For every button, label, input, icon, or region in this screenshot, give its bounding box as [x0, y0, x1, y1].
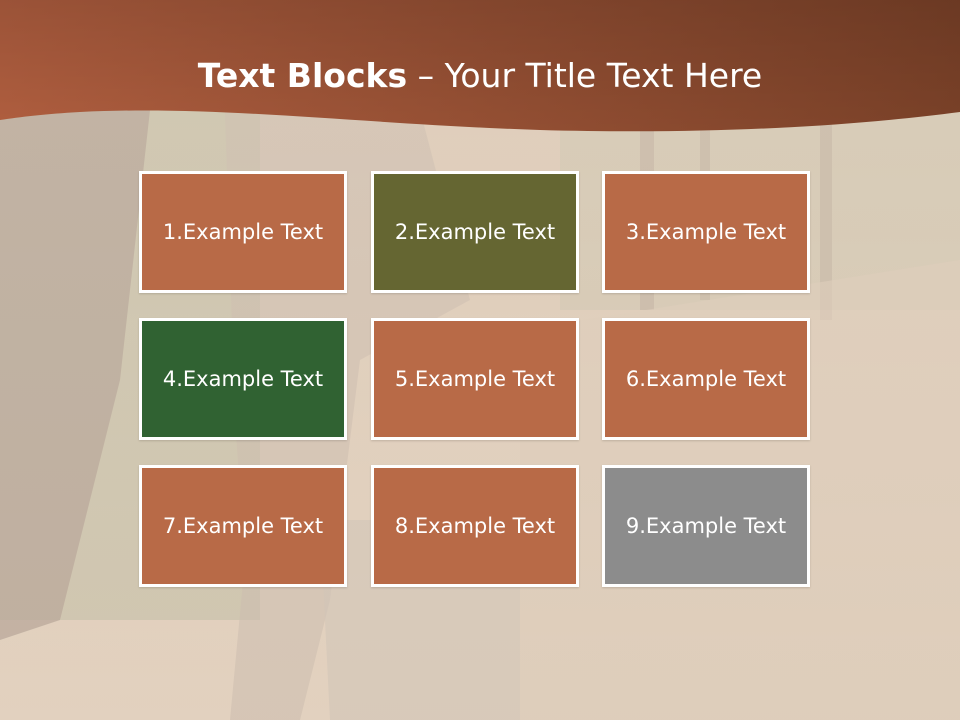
title-dash: – [407, 56, 445, 95]
text-block-label: 8.Example Text [394, 514, 556, 538]
title-bold-part: Text Blocks [197, 56, 408, 95]
text-block-6: 6.Example Text [602, 318, 810, 440]
text-block-1: 1.Example Text [139, 171, 347, 293]
title-rest: Your Title Text Here [444, 56, 763, 95]
text-block-9: 9.Example Text [602, 465, 810, 587]
text-block-label: 6.Example Text [625, 367, 787, 391]
text-block-8: 8.Example Text [371, 465, 579, 587]
text-block-label: 1.Example Text [162, 220, 324, 244]
text-block-label: 2.Example Text [394, 220, 556, 244]
text-block-5: 5.Example Text [371, 318, 579, 440]
text-block-label: 9.Example Text [625, 514, 787, 538]
text-block-4: 4.Example Text [139, 318, 347, 440]
text-block-2: 2.Example Text [371, 171, 579, 293]
text-block-label: 7.Example Text [162, 514, 324, 538]
text-block-3: 3.Example Text [602, 171, 810, 293]
text-block-label: 4.Example Text [162, 367, 324, 391]
text-block-7: 7.Example Text [139, 465, 347, 587]
text-block-label: 3.Example Text [625, 220, 787, 244]
text-block-label: 5.Example Text [394, 367, 556, 391]
slide-title: Text Blocks – Your Title Text Here [0, 52, 960, 100]
title-banner [0, 0, 960, 132]
